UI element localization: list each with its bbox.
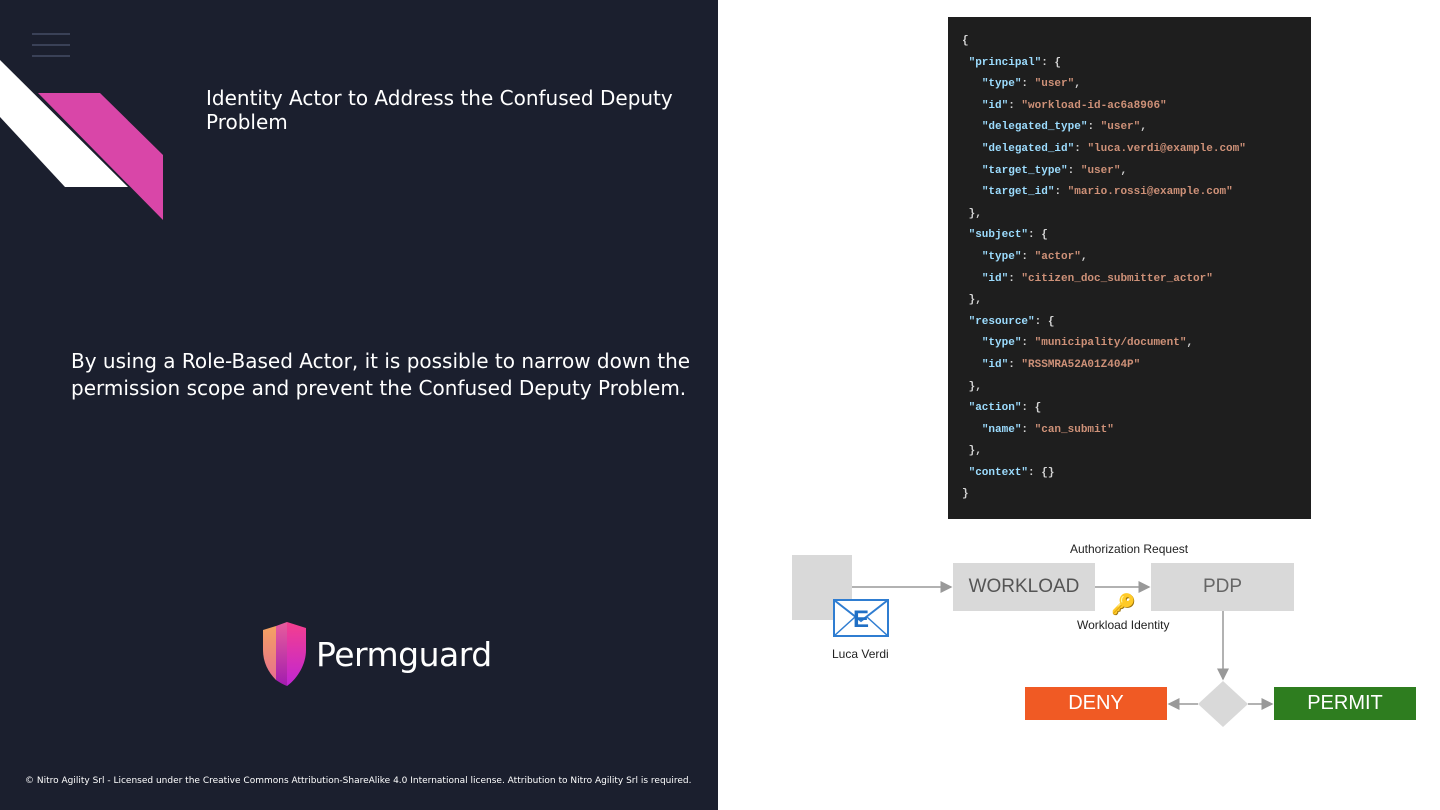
code-line: "principal": { <box>968 56 1062 69</box>
code-line: }, <box>962 445 982 458</box>
pdp-box: PDP <box>1151 563 1294 611</box>
code-line: }, <box>962 207 982 220</box>
permguard-logo: Permguard <box>260 620 492 688</box>
code-line: "target_id": "mario.rossi@example.com" <box>981 186 1233 199</box>
hamburger-menu-icon[interactable] <box>32 33 70 59</box>
shield-logo-icon <box>263 622 306 686</box>
json-code-block: { "principal": { "type": "user", "id": "… <box>948 17 1311 519</box>
workload-identity-label: Workload Identity <box>1077 618 1170 632</box>
slide-right-panel: { "principal": { "type": "user", "id": "… <box>718 0 1440 810</box>
slide-body-text: By using a Role-Based Actor, it is possi… <box>71 349 691 400</box>
code-line: "context": {} <box>968 466 1055 479</box>
workload-box: WORKLOAD <box>953 563 1095 611</box>
code-line: "type": "actor", <box>981 250 1088 263</box>
slash-decoration <box>0 60 163 220</box>
authorization-flow-diagram: E Luca Verdi WORKLOAD PDP Authorization … <box>718 530 1440 750</box>
mail-icon-letter: E <box>853 606 869 633</box>
code-line: "resource": { <box>968 315 1055 328</box>
slide-title: Identity Actor to Address the Confused D… <box>206 86 673 134</box>
code-line: }, <box>962 380 982 393</box>
flow-arrows <box>852 581 1274 727</box>
mail-icon: E <box>833 599 889 637</box>
code-line: "id": "RSSMRA52A01Z404P" <box>981 358 1141 371</box>
code-line: "target_type": "user", <box>981 164 1128 177</box>
permit-box: PERMIT <box>1274 687 1416 720</box>
code-line: "id": "workload-id-ac6a8906" <box>981 99 1167 112</box>
user-name-label: Luca Verdi <box>832 647 889 661</box>
key-icon: 🔑 <box>1111 592 1136 616</box>
code-line: "subject": { <box>968 229 1048 242</box>
code-line: } <box>962 488 969 501</box>
code-line: "type": "user", <box>981 78 1081 91</box>
deny-box: DENY <box>1025 687 1167 720</box>
code-line: "id": "citizen_doc_submitter_actor" <box>981 272 1213 285</box>
slide-left-panel: Identity Actor to Address the Confused D… <box>0 0 718 810</box>
code-line: }, <box>962 294 982 307</box>
code-line: "action": { <box>968 402 1042 415</box>
decision-diamond <box>1198 681 1248 727</box>
code-line: "type": "municipality/document", <box>981 337 1194 350</box>
logo-text: Permguard <box>316 634 492 674</box>
code-line: "delegated_id": "luca.verdi@example.com" <box>981 142 1246 155</box>
footer-license: © Nitro Agility Srl - Licensed under the… <box>25 776 692 786</box>
code-line: "name": "can_submit" <box>981 423 1114 436</box>
code-line: "delegated_type": "user", <box>981 121 1147 134</box>
authorization-request-label: Authorization Request <box>1070 542 1189 556</box>
code-line: { <box>962 35 969 47</box>
